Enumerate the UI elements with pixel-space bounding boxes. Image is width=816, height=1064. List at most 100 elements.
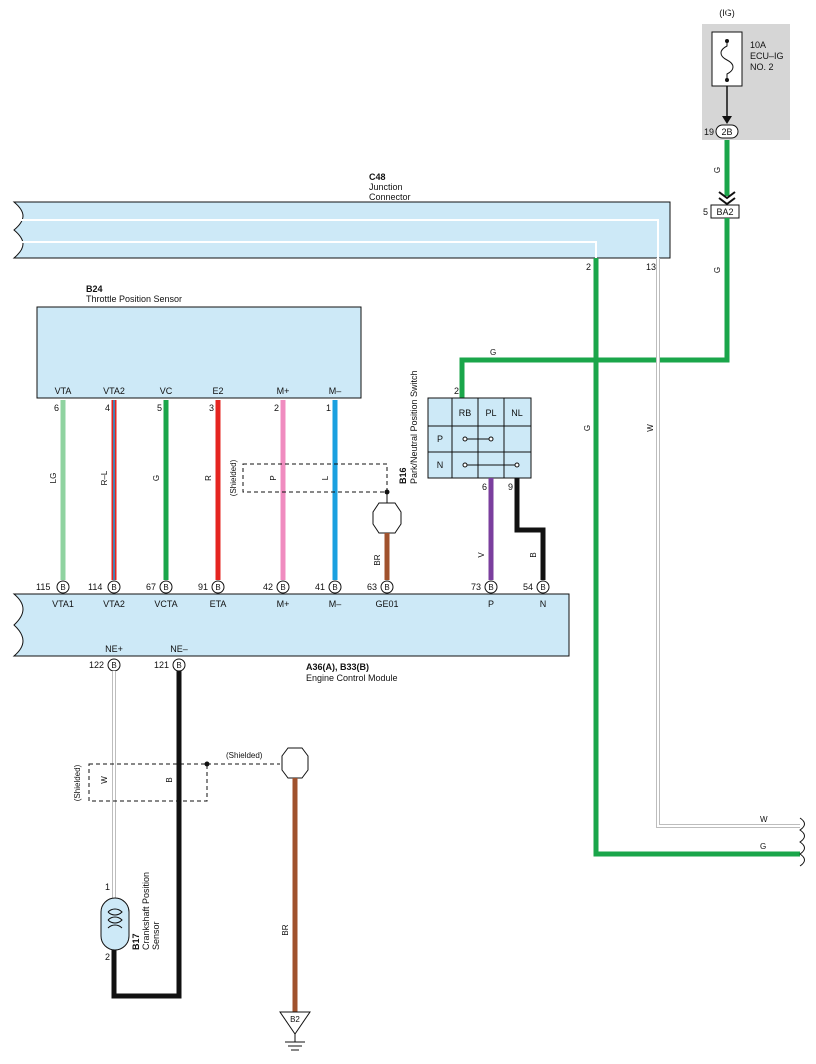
pnp-pin-in: 2	[454, 386, 459, 396]
svg-text:VTA1: VTA1	[52, 599, 74, 609]
shield-ground-icon-1	[372, 502, 402, 534]
svg-text:B: B	[163, 583, 168, 592]
wire-break-icon	[799, 817, 805, 867]
crankshaft-position-sensor: 1 2 B17 Crankshaft Position Sensor	[100, 872, 161, 962]
ba2-label: BA2	[716, 207, 733, 217]
wire-label-g1: G	[713, 167, 722, 173]
sensor-name: Throttle Position Sensor	[86, 294, 182, 304]
svg-text:B: B	[111, 661, 116, 670]
pnp-pin-p: 6	[482, 482, 487, 492]
svg-text:B: B	[111, 583, 116, 592]
svg-text:91: 91	[198, 582, 208, 592]
wire-label-lg: LG	[49, 473, 58, 484]
sensor-pin-3: 3	[209, 403, 214, 413]
ecm-id: A36(A), B33(B)	[306, 662, 369, 672]
junction-id: C48	[369, 172, 386, 182]
arrow-down-icon	[722, 116, 732, 124]
ground-label: B2	[290, 1015, 300, 1024]
svg-text:N: N	[540, 599, 547, 609]
svg-text:115: 115	[36, 582, 50, 592]
park-neutral-switch: RB PL NL P N B16 Park/Neutral Position S…	[398, 370, 532, 492]
wire-label-b-pnp: B	[529, 552, 538, 557]
fuse-rating: 10A	[750, 40, 766, 50]
wire-label-w2: W	[760, 815, 768, 824]
junction-line1: Junction	[369, 182, 403, 192]
sensor-term-mminus: M–	[329, 386, 342, 396]
svg-text:B: B	[332, 583, 337, 592]
sensor-term-vta2: VTA2	[103, 386, 125, 396]
junction-line2: Connector	[369, 192, 411, 202]
shield-box-1	[242, 463, 388, 493]
wire-label-p: P	[269, 475, 278, 480]
shield-ground-icon-2	[281, 747, 309, 779]
pnp-name: Park/Neutral Position Switch	[409, 370, 419, 484]
crank-pin-1: 1	[105, 882, 110, 892]
ecm-pin-122: NE+ B 122	[89, 644, 123, 672]
svg-text:B: B	[488, 583, 493, 592]
junction-pin-b: 13	[646, 262, 656, 272]
crank-line2: Sensor	[151, 921, 161, 950]
pnp-row-p: P	[437, 434, 443, 444]
wire-label-w3: W	[100, 776, 109, 784]
svg-text:73: 73	[471, 582, 481, 592]
throttle-position-sensor: B24 Throttle Position Sensor	[36, 284, 362, 399]
svg-text:121: 121	[154, 660, 169, 670]
ecm-name: Engine Control Module	[306, 673, 398, 683]
svg-text:VCTA: VCTA	[154, 599, 177, 609]
sensor-id: B24	[86, 284, 103, 294]
junction-connector: C48 Junction Connector 2 13	[12, 172, 671, 272]
svg-text:GE01: GE01	[375, 599, 398, 609]
shield-label-1: (Shielded)	[229, 459, 238, 496]
sensor-term-mplus: M+	[277, 386, 290, 396]
engine-control-module: A36(A), B33(B) Engine Control Module	[12, 593, 570, 683]
wire-label-v: V	[477, 552, 486, 558]
sensor-pin-5: 5	[157, 403, 162, 413]
fuse-name-1: ECU–IG	[750, 51, 784, 61]
wire-label-rl: R–L	[100, 470, 109, 485]
svg-text:M–: M–	[329, 599, 342, 609]
svg-text:B: B	[280, 583, 285, 592]
crank-line1: Crankshaft Position	[141, 872, 151, 950]
coil-icon	[107, 908, 123, 929]
sensor-term-vc: VC	[160, 386, 173, 396]
svg-text:63: 63	[367, 582, 377, 592]
ecm-pin-41: B 41M–	[315, 580, 342, 609]
sensor-term-e2: E2	[212, 386, 223, 396]
pnp-col-nl: NL	[511, 408, 523, 418]
wire-label-br2: BR	[281, 924, 290, 935]
chevron-down-icon	[718, 191, 736, 206]
svg-text:ETA: ETA	[210, 599, 227, 609]
svg-text:122: 122	[89, 660, 104, 670]
crank-id: B17	[131, 933, 141, 950]
pnp-col-pl: PL	[485, 408, 496, 418]
svg-text:41: 41	[315, 582, 325, 592]
wire-label-l: L	[321, 475, 330, 480]
ground-b2: B2	[279, 1011, 311, 1051]
fuse-connector: 2B	[721, 127, 732, 137]
svg-text:B: B	[540, 583, 545, 592]
wire-label-g3: G	[490, 348, 496, 357]
wire-label-g2: G	[713, 267, 722, 273]
svg-text:NE–: NE–	[170, 644, 188, 654]
ba2-pin: 5	[703, 207, 708, 217]
pnp-id: B16	[398, 467, 408, 484]
fuse-icon	[720, 40, 734, 80]
svg-text:VTA2: VTA2	[103, 599, 125, 609]
svg-text:67: 67	[146, 582, 156, 592]
svg-text:42: 42	[263, 582, 273, 592]
fuse-box: (IG) 10A ECU–IG NO. 2 2B 19	[702, 4, 790, 140]
shield-box-2	[88, 763, 208, 802]
svg-text:NE+: NE+	[105, 644, 123, 654]
svg-text:B: B	[384, 583, 389, 592]
wire-label-br1: BR	[373, 554, 382, 565]
wire-label-g5: G	[760, 842, 766, 851]
